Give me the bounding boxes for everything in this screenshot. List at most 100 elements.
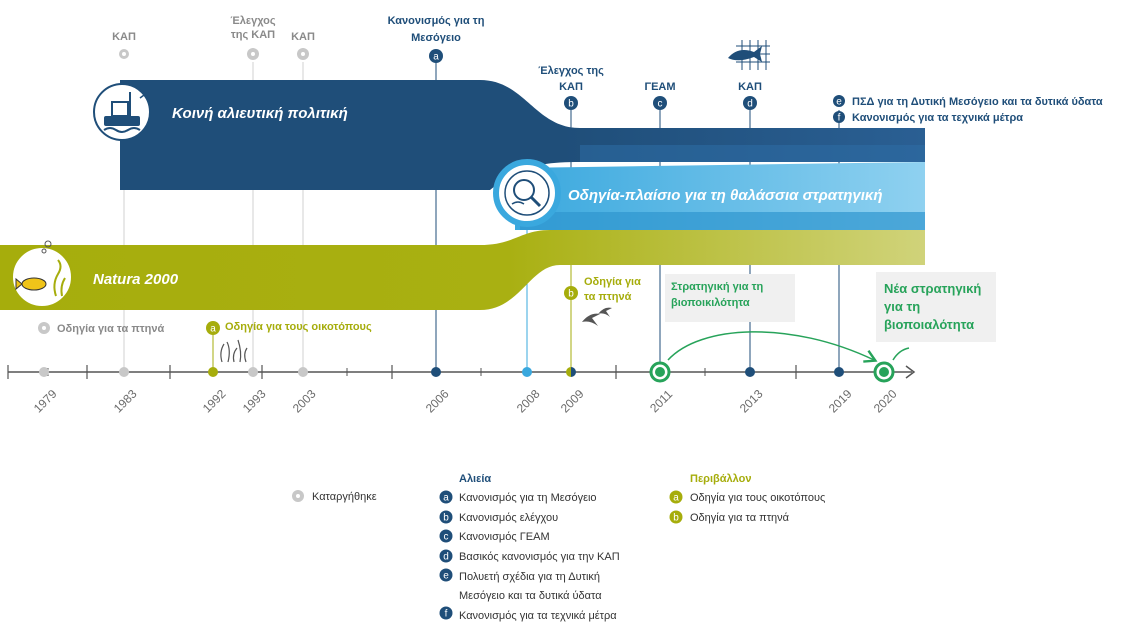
legend-marker-b-text: b bbox=[443, 513, 449, 524]
arrow-tail bbox=[892, 347, 910, 361]
band-label-msfd: Οδηγία-πλαίσιο για τη θαλάσσια στρατηγικ… bbox=[568, 187, 883, 204]
legend-marker-e bbox=[439, 568, 453, 582]
legend-environment-item: Οδηγία για τους οικοτόπους bbox=[690, 492, 825, 504]
fishing-boat-icon bbox=[93, 83, 151, 141]
legend-marker-f-text: f bbox=[445, 609, 448, 620]
legend-environment-item: Οδηγία για τα πτηνά bbox=[690, 512, 790, 524]
marker-a-1992-text: a bbox=[210, 324, 216, 335]
legend-marker-c-text: c bbox=[444, 532, 449, 543]
label-elegxos-1993-l1: Έλεγχος bbox=[230, 15, 275, 27]
marker-a-2006 bbox=[429, 49, 443, 63]
label-birds-2009-l2: τα πτηνά bbox=[584, 291, 632, 303]
label-birds-2009-l1: Οδηγία για bbox=[584, 276, 641, 288]
marker-d-2013-text: d bbox=[747, 99, 753, 110]
label-elegxos-2009-l2: ΚΑΠ bbox=[559, 81, 583, 93]
timeline-axis bbox=[7, 365, 916, 379]
legend-fisheries-item-cont: Μεσόγειο και τα δυτικά ύδατα bbox=[459, 590, 602, 602]
label-med-2006-l2: Μεσόγειο bbox=[411, 32, 461, 44]
legend-fisheries-item: Κανονισμός ελέγχου bbox=[459, 512, 558, 524]
fish-seaweed-icon bbox=[11, 240, 73, 308]
legend-marker-a bbox=[439, 490, 453, 504]
band-natura bbox=[0, 230, 925, 310]
band-fisheries-lower bbox=[580, 145, 925, 162]
marker-f-2019-text: f bbox=[838, 113, 841, 124]
curved-arrow bbox=[667, 331, 878, 363]
legend-fisheries-title: Αλιεία bbox=[459, 473, 491, 485]
legend-env-marker-b-text: b bbox=[673, 513, 679, 524]
year-label: 1983 bbox=[111, 387, 140, 416]
year-label: 2020 bbox=[871, 387, 900, 416]
label-kap-2013: ΚΑΠ bbox=[738, 81, 762, 93]
band-label-cfp: Κοινή αλιευτική πολιτική bbox=[172, 105, 348, 122]
legend-fisheries-item: Βασικός κανονισμός για την ΚΑΠ bbox=[459, 551, 620, 563]
marker-b-2009-text: b bbox=[568, 99, 574, 110]
band-marine-dark bbox=[520, 212, 925, 230]
marker-b-2009-env-text: b bbox=[568, 289, 574, 300]
legend-env-marker-a bbox=[669, 490, 683, 504]
label-geam-2011: ΓΕΑΜ bbox=[644, 81, 675, 93]
marker-b-2009 bbox=[564, 96, 578, 110]
legend-marker-c bbox=[439, 529, 453, 543]
marker-c-2011-text: c bbox=[658, 99, 663, 110]
repealed-markers bbox=[38, 47, 309, 334]
label-bio-2011-l1: Στρατηγική για τη bbox=[671, 281, 764, 293]
legend-marker-d-text: d bbox=[443, 552, 449, 563]
legend-fisheries-item: Κανονισμός για τα τεχνικά μέτρα bbox=[459, 610, 617, 622]
axis-markers bbox=[39, 361, 895, 383]
box-bio-2020 bbox=[876, 272, 996, 342]
year-label: 2013 bbox=[737, 387, 766, 416]
year-label: 2011 bbox=[647, 387, 675, 415]
marker-d-2013 bbox=[743, 96, 757, 110]
year-label: 1992 bbox=[200, 387, 229, 416]
year-label: 2003 bbox=[290, 387, 319, 416]
marker-e-2019 bbox=[833, 95, 845, 107]
label-habitats-1992: Οδηγία για τους οικοτόπους bbox=[225, 321, 372, 333]
band-fisheries bbox=[120, 80, 925, 190]
year-label: 2006 bbox=[423, 387, 452, 416]
legend-fisheries-item: Κανονισμός ΓΕΑΜ bbox=[459, 531, 550, 543]
box-bio-2011 bbox=[665, 274, 795, 322]
legend-env-marker-a-text: a bbox=[673, 493, 679, 504]
label-f-2019: Κανονισμός για τα τεχνικά μέτρα bbox=[852, 112, 1023, 124]
label-elegxos-2009-l1: Έλεγχος της bbox=[538, 65, 604, 77]
year-labels: 1979 1983 1992 1993 2003 2006 2008 2009 … bbox=[31, 387, 900, 416]
year-label: 2019 bbox=[826, 387, 855, 416]
legend-marker-f bbox=[439, 606, 453, 620]
legend-marker-a-text: a bbox=[443, 493, 449, 504]
fish-in-net-icon bbox=[728, 40, 770, 70]
label-birds-1979: Οδηγία για τα πτηνά bbox=[57, 323, 165, 335]
label-e-2019: ΠΣΔ για τη Δυτική Μεσόγειο και τα δυτικά… bbox=[852, 96, 1103, 108]
label-bio-2020-l2: για τη bbox=[884, 299, 920, 314]
marker-a-1992 bbox=[206, 321, 220, 335]
marker-f-2019 bbox=[833, 111, 845, 123]
legend-marker-b bbox=[439, 510, 453, 524]
label-med-2006-l1: Κανονισμός για τη bbox=[388, 15, 485, 27]
legend-fisheries-item: Πολυετή σχέδια για τη Δυτική bbox=[459, 571, 600, 583]
birds-icon bbox=[582, 307, 612, 326]
label-kap-2003: ΚΑΠ bbox=[291, 31, 315, 43]
legend-marker-d bbox=[439, 549, 453, 563]
label-elegxos-1993-l2: της ΚΑΠ bbox=[231, 29, 275, 41]
band-label-natura: Natura 2000 bbox=[93, 271, 179, 288]
marker-b-2009-env bbox=[564, 286, 578, 300]
marker-c-2011 bbox=[653, 96, 667, 110]
bands bbox=[0, 80, 925, 310]
legend-marker-e-text: e bbox=[443, 571, 449, 582]
legend-env-marker-b bbox=[669, 510, 683, 524]
label-bio-2020-l1: Νέα στρατηγική bbox=[884, 281, 981, 296]
label-bio-2020-l3: βιοποιαλότητα bbox=[884, 317, 974, 332]
marker-e-2019-text: e bbox=[836, 97, 842, 108]
label-kap-1983: ΚΑΠ bbox=[112, 31, 136, 43]
legend-fisheries-item: Κανονισμός για τη Μεσόγειο bbox=[459, 492, 597, 504]
legend: Καταργήθηκε Αλιεία a Κανονισμός για τη Μ… bbox=[292, 473, 825, 622]
legend-repealed: Καταργήθηκε bbox=[312, 491, 377, 503]
year-label: 1979 bbox=[31, 387, 60, 416]
year-label: 1993 bbox=[240, 387, 269, 416]
marker-a-2006-text: a bbox=[433, 52, 439, 63]
year-label: 2008 bbox=[514, 387, 543, 416]
label-bio-2011-l2: βιοποικιλότητα bbox=[671, 297, 750, 309]
legend-environment-title: Περιβάλλον bbox=[690, 473, 751, 485]
seaweed-icon bbox=[220, 339, 248, 363]
year-label: 2009 bbox=[558, 387, 587, 416]
